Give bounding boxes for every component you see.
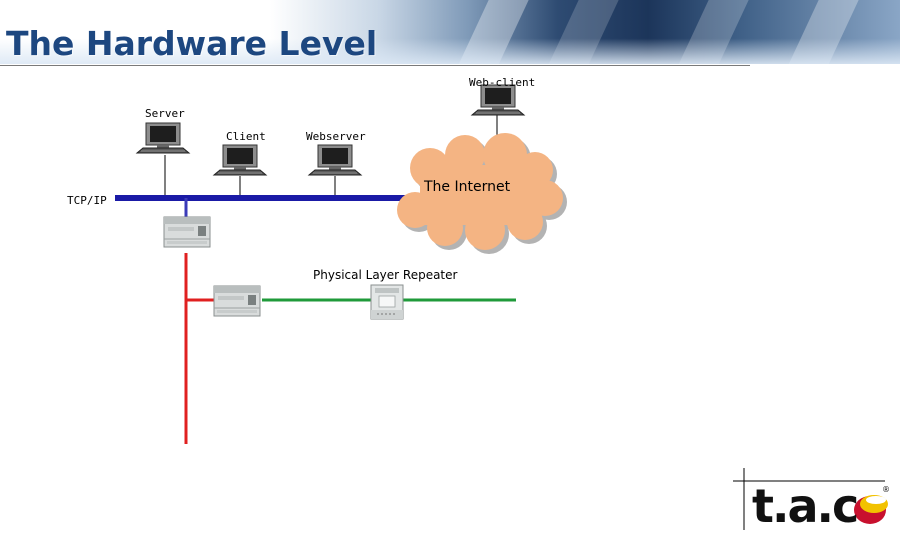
client-label: Client [226, 130, 266, 143]
repeater-icon [370, 284, 404, 320]
server-label: Server [145, 107, 185, 120]
client-computer-icon [213, 144, 267, 176]
controller-icon [163, 216, 211, 248]
webserver-label: Webserver [306, 130, 366, 143]
server-computer-icon [136, 122, 190, 154]
tac-logo-text: t.a.c [752, 479, 859, 533]
controller-icon [213, 285, 261, 317]
webserver-computer-icon [308, 144, 362, 176]
tcpip-label: TCP/IP [67, 194, 107, 207]
web-client-computer-icon [471, 84, 525, 116]
registered-mark: ® [882, 485, 890, 494]
internet-label: The Internet [424, 179, 511, 195]
web-client-label: Web-client [469, 76, 536, 89]
internet-cloud-icon [397, 133, 567, 254]
page-title: The Hardware Level [6, 24, 378, 63]
tac-logo-mark-icon [854, 495, 888, 524]
repeater-label: Physical Layer Repeater [313, 268, 458, 282]
header-banner [0, 0, 900, 64]
banner-haze [0, 0, 900, 64]
title-rule [0, 65, 750, 66]
